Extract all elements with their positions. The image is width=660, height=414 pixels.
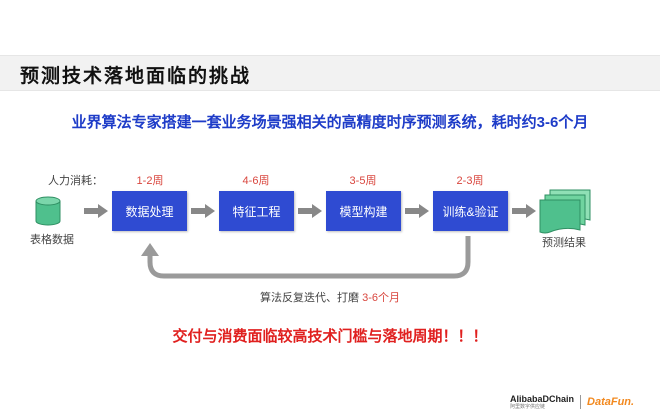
alibaba-sub-text: 阿里数字供应链 [510,404,546,410]
datafun-logo: DataFun. [587,396,635,408]
conclusion-text: 交付与消费面临较高技术门槛与落地周期！！！ [172,328,488,345]
alibaba-text: Alibaba [510,394,543,404]
page-title: 预测技术落地面临的挑战 [20,66,252,87]
footer-logos: AlibabaDChain 阿里数字供应链 DataFun. [510,393,634,411]
input-label: 表格数据 [30,234,74,246]
step-training-validation: 训练&验证 [433,191,508,231]
step-model-building: 模型构建 [326,191,401,231]
iteration-highlight: 3-6个月 [362,292,400,304]
dchain-text: DChain [542,394,575,404]
output-label: 预测结果 [542,237,586,249]
manpower-label: 人力消耗： [48,175,103,187]
duration-step-2: 4-6周 [242,175,270,187]
iteration-prefix: 算法反复迭代、打磨 [260,292,363,304]
step-data-processing: 数据处理 [112,191,187,231]
title-bar [0,55,660,91]
duration-step-3: 3-5周 [349,175,377,187]
subtitle: 业界算法专家搭建一套业务场景强相关的高精度时序预测系统，耗时约3-6个月 [71,114,589,131]
database-icon [35,196,61,226]
duration-step-1: 1-2周 [136,175,164,187]
flow-arrows [84,204,536,218]
iteration-label: 算法反复迭代、打磨 3-6个月 [150,289,510,305]
alibaba-dchain-logo: AlibabaDChain 阿里数字供应链 [510,394,574,410]
iteration-loop [141,236,471,279]
step-feature-engineering: 特征工程 [219,191,294,231]
documents-icon [539,189,591,234]
logo-separator [580,395,582,409]
duration-step-4: 2-3周 [456,175,484,187]
